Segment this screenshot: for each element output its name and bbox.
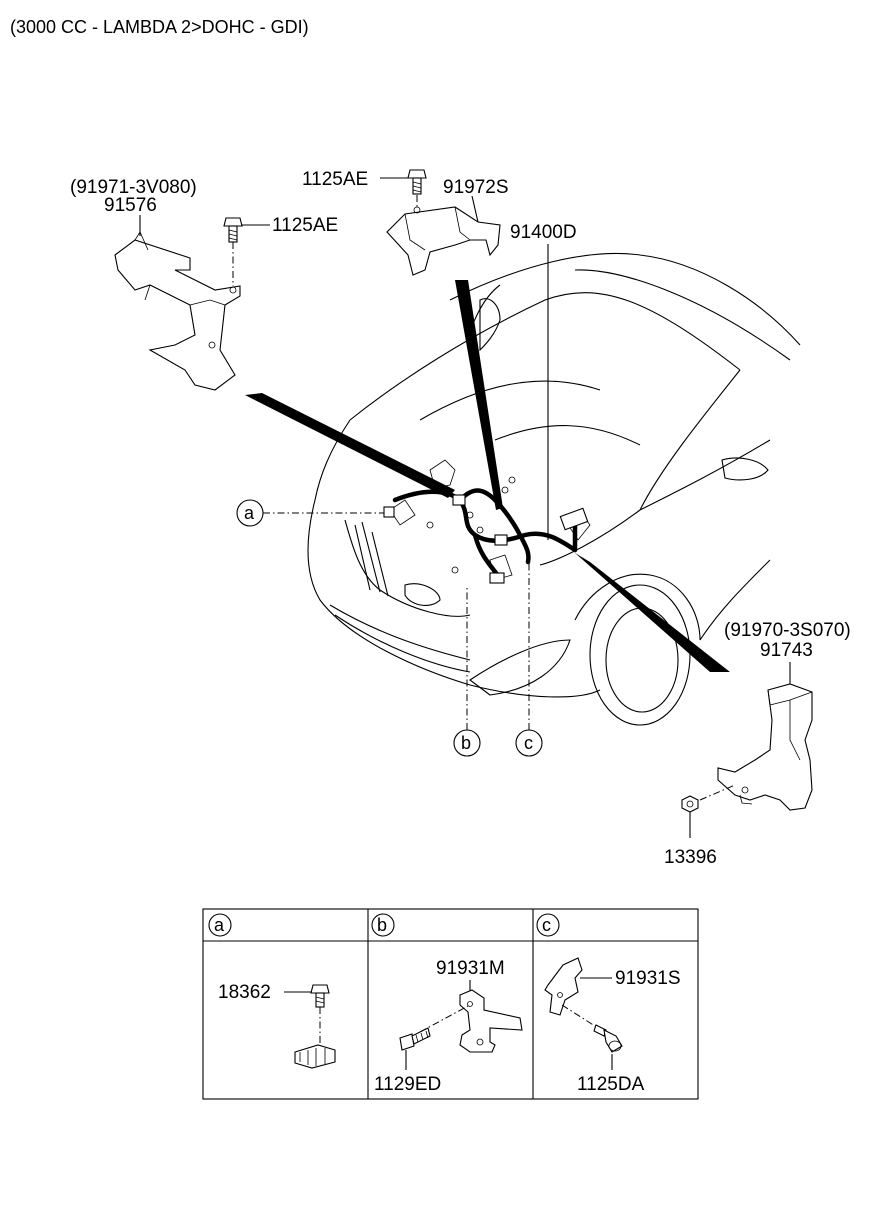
bracket-91743 xyxy=(717,683,813,811)
svg-text:c: c xyxy=(524,733,533,753)
part-label-1125ae-left: 1125AE xyxy=(272,215,338,236)
nut-13396-icon xyxy=(681,795,699,813)
part-label-91576: 91576 xyxy=(104,195,157,216)
callout-b: b xyxy=(453,729,481,757)
connector-icon xyxy=(559,507,589,531)
part-label-91931s: 91931S xyxy=(615,968,681,989)
callout-c: c xyxy=(515,729,543,757)
callout-a: a xyxy=(236,499,264,527)
part-label-1125da: 1125DA xyxy=(577,1074,645,1095)
detail-cell-a: a 18362 xyxy=(208,913,336,1069)
svg-text:b: b xyxy=(377,915,387,935)
clip-icon xyxy=(383,506,395,518)
detail-cell-b: b 91931M 1129ED xyxy=(371,913,523,1095)
bolt-18362-icon xyxy=(310,984,330,1008)
leader-wedges xyxy=(245,280,730,672)
part-label-91971-3v080: (91971-3V080) xyxy=(70,177,197,198)
svg-text:a: a xyxy=(214,915,225,935)
bolt-1125da-icon xyxy=(593,1024,623,1053)
part-label-91970-3s070: (91970-3S070) xyxy=(724,620,851,641)
bolt-1125ae-top-icon xyxy=(407,169,427,195)
connector-icon xyxy=(494,534,508,546)
part-label-18362: 18362 xyxy=(218,982,271,1003)
car-outline xyxy=(307,252,801,726)
leader-line xyxy=(471,195,479,223)
detail-table: a 18362 b 91931M xyxy=(202,908,699,1100)
svg-text:b: b xyxy=(461,733,471,753)
bracket-91972s xyxy=(386,206,501,276)
part-label-91931m: 91931M xyxy=(436,958,505,979)
svg-text:a: a xyxy=(244,503,255,523)
part-label-13396: 13396 xyxy=(664,847,717,868)
part-label-91743: 91743 xyxy=(760,640,813,661)
part-label-91400d: 91400D xyxy=(510,222,577,243)
connector-icon xyxy=(489,572,505,584)
clip-18362-icon xyxy=(294,1044,336,1069)
bracket-91576 xyxy=(114,231,241,391)
part-label-1125ae-top: 1125AE xyxy=(302,169,368,190)
bracket-91931m xyxy=(459,989,523,1053)
leader-line xyxy=(699,784,736,801)
bolt-1129ed-icon xyxy=(399,1027,431,1051)
part-label-91972s: 91972S xyxy=(443,177,509,198)
main-harness-91400d xyxy=(392,488,589,584)
svg-text:c: c xyxy=(542,915,551,935)
detail-cell-c: c 91931S 1125DA xyxy=(536,913,681,1095)
connector-icon xyxy=(452,494,466,506)
bolt-1125ae-icon xyxy=(223,217,243,243)
engine-spec-header: (3000 CC - LAMBDA 2>DOHC - GDI) xyxy=(10,17,309,37)
bracket-91931s xyxy=(544,957,583,1016)
part-label-1129ed: 1129ED xyxy=(374,1074,441,1095)
